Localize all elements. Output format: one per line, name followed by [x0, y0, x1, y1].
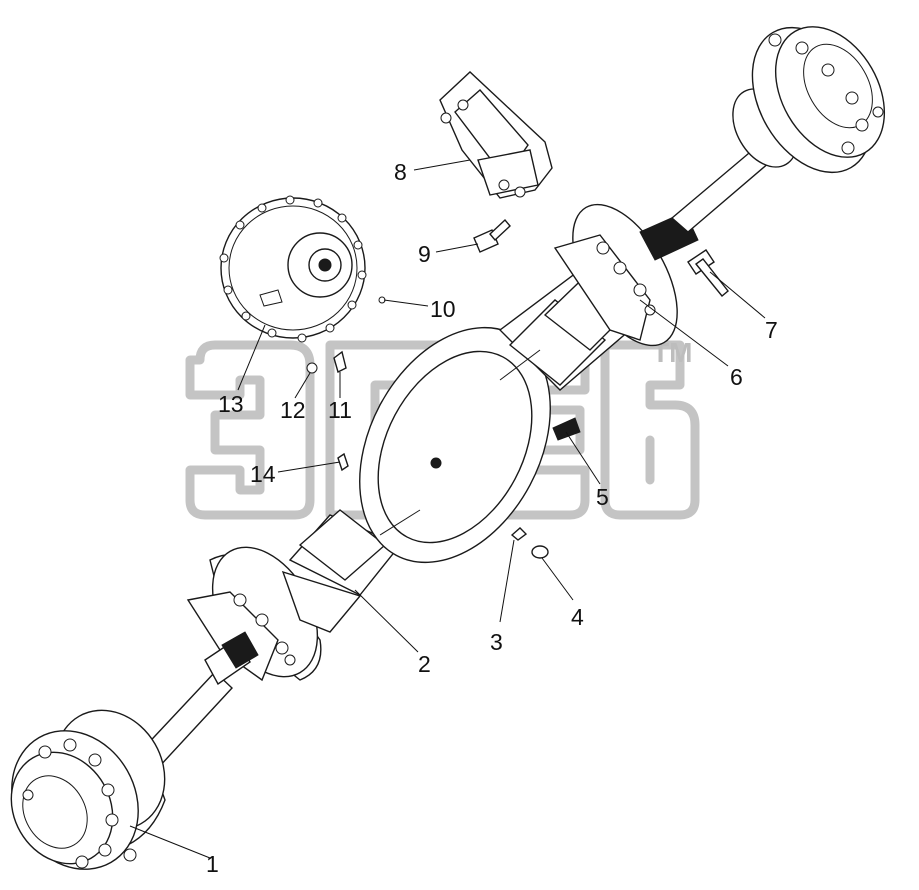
callout-6: 6 — [730, 364, 743, 390]
right-axle-shaft — [670, 147, 772, 233]
callout-10: 10 — [430, 296, 456, 322]
bracket-part-8 — [439, 71, 553, 199]
leader-lines — [129, 159, 766, 859]
bolt-part-7 — [687, 249, 729, 297]
callout-8: 8 — [394, 159, 407, 185]
callout-9: 9 — [418, 241, 431, 267]
plug-part-11 — [333, 350, 347, 374]
callout-2: 2 — [418, 651, 431, 677]
differential-cover-part-13 — [219, 195, 367, 343]
plug-part-3 — [510, 527, 528, 541]
bolt-part-9 — [473, 218, 511, 253]
callout-4: 4 — [571, 604, 584, 630]
right-brake-flange — [553, 203, 699, 347]
axle-housing — [281, 261, 642, 633]
right-wheel-hub — [732, 26, 886, 174]
left-hub-bolts — [22, 738, 137, 869]
watermark-letter-4 — [600, 340, 700, 520]
watermark-letter-1 — [185, 340, 315, 520]
callout-14: 14 — [250, 461, 276, 487]
callout-11: 11 — [328, 397, 352, 423]
callout-12: 12 — [280, 397, 306, 423]
left-wheel-hub — [10, 671, 233, 870]
washer-part-12 — [306, 362, 318, 374]
callout-7: 7 — [765, 317, 778, 343]
washer-part-4 — [531, 545, 549, 559]
fitting-part-14 — [337, 452, 349, 472]
cover-bolts — [219, 195, 367, 343]
callout-labels: 1 2 3 4 5 6 7 8 9 10 11 12 13 14 — [206, 159, 778, 877]
callout-1: 1 — [206, 851, 219, 877]
callout-5: 5 — [596, 484, 609, 510]
right-hub-bolts — [768, 33, 884, 155]
callout-3: 3 — [490, 629, 503, 655]
callout-13: 13 — [218, 391, 244, 417]
plate-part-5 — [552, 417, 581, 441]
